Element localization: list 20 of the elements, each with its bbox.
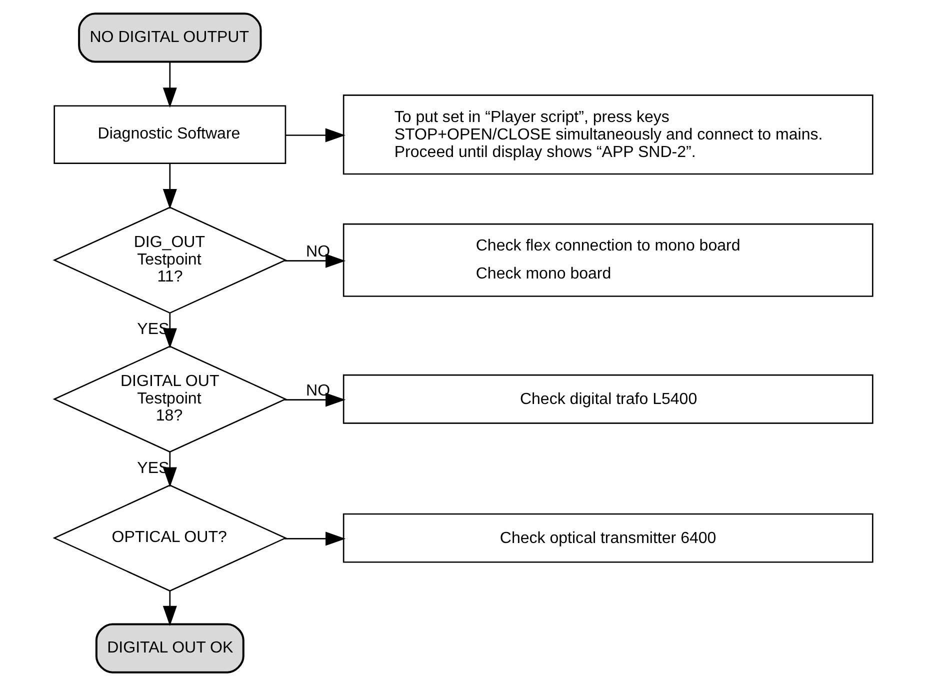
node-box: Check optical transmitter 6400 (342, 513, 874, 563)
node-box: DIGITAL OUT OK (95, 623, 244, 674)
node-box: Diagnostic Software (54, 105, 286, 164)
arrow (162, 591, 177, 626)
arrow (162, 62, 177, 108)
node-box: Check digital trafo L5400 (342, 374, 874, 424)
node-diamond: DIG_OUT Testpoint 11? (52, 206, 288, 314)
arrow (284, 254, 346, 268)
node-box: Check flex connection to mono board Check mono board (342, 223, 874, 297)
edge-label: NO (306, 381, 330, 400)
arrow (162, 452, 177, 488)
node-box: NO DIGITAL OUTPUT (78, 12, 262, 63)
arrow (286, 128, 346, 142)
arrow (284, 532, 346, 546)
arrow (284, 392, 346, 407)
arrow (162, 164, 177, 210)
node-diamond: DIGITAL OUT Testpoint 18? (52, 346, 288, 453)
edge-label: NO (306, 242, 330, 260)
node-box: To put set in “Player script”, press keys STOP+OPEN/CLOSE simultaneously and connect to mains. Proceed until display shows “APP SND-2”. (342, 94, 874, 175)
node-diamond: OPTICAL OUT? (52, 484, 288, 592)
